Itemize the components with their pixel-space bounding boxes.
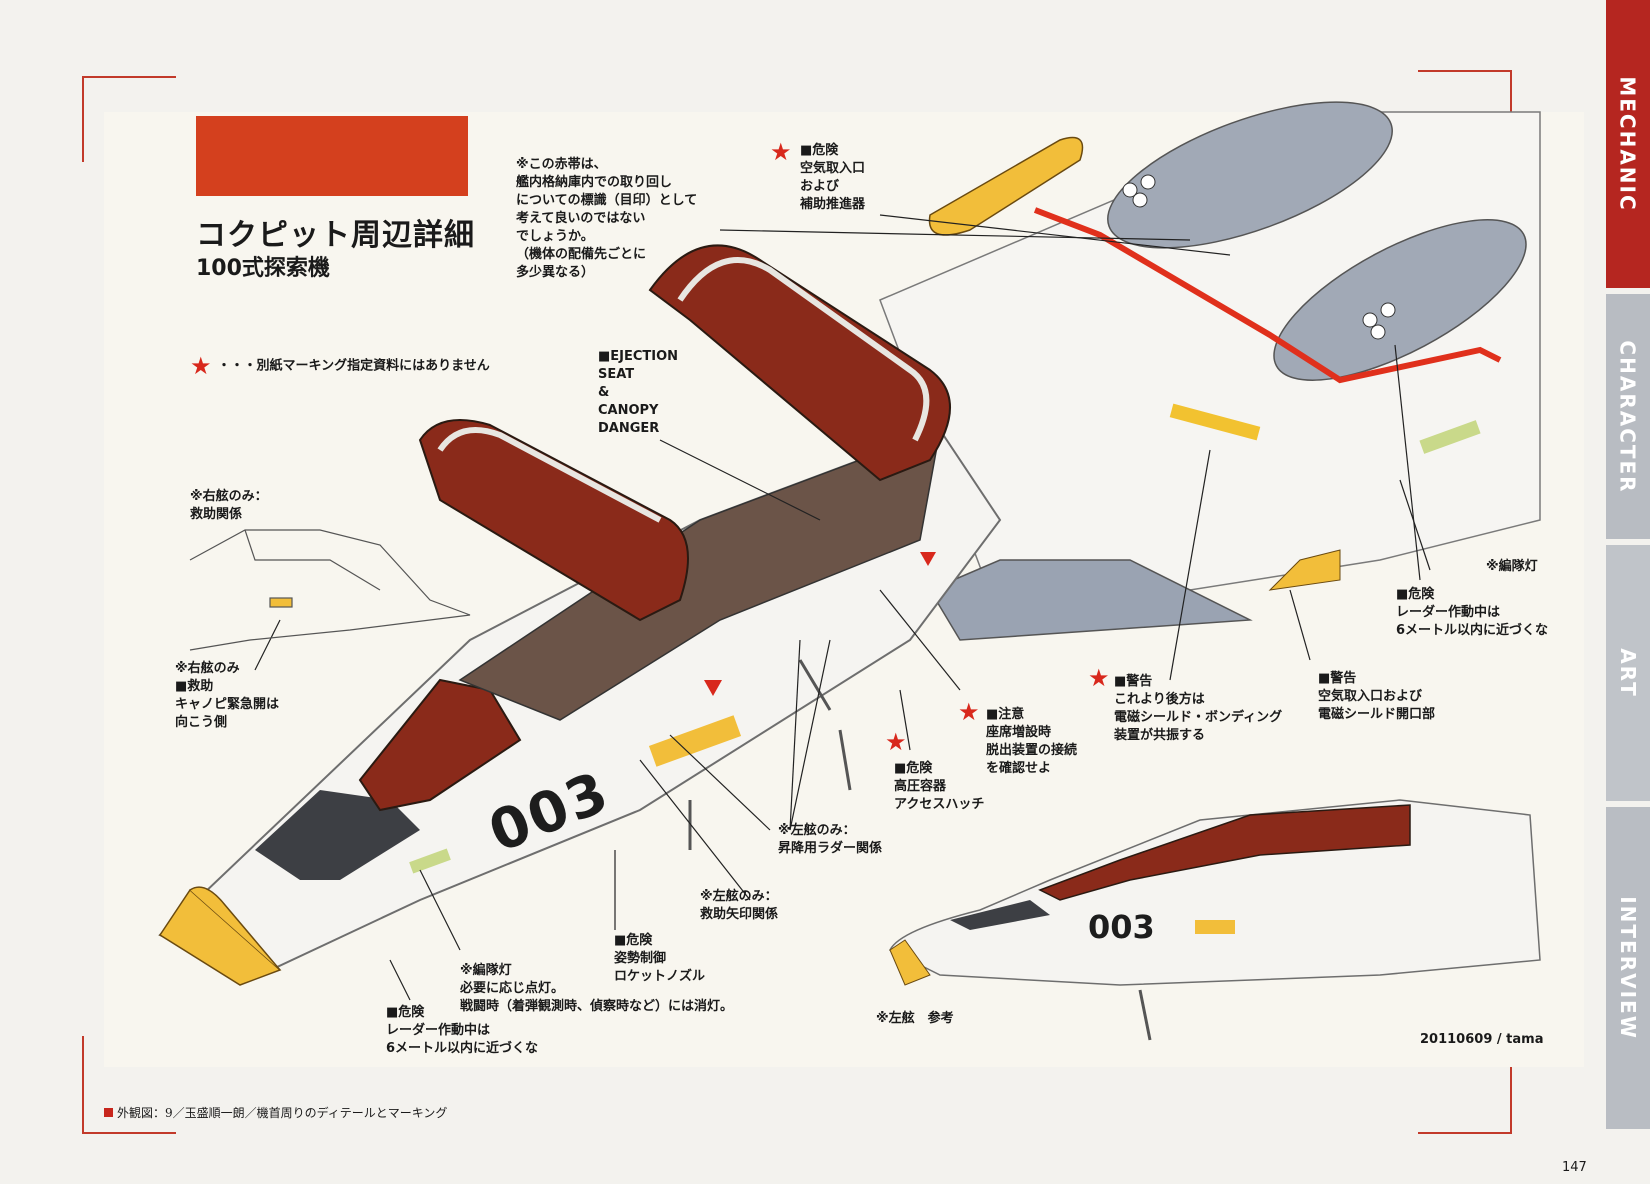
crop-mark-bottom-right (1418, 1036, 1512, 1134)
note-formation-light-left: ※編隊灯 必要に応じ点灯。 戦闘時（着弾観測時、偵察時など）には消灯。 (460, 963, 734, 1014)
title-color-block (196, 116, 468, 196)
star-legend: ★ ・・・別紙マーキング指定資料にはありません (190, 354, 490, 378)
note-intake-danger: ■危険 空気取入口 および 補助推進器 (800, 143, 866, 212)
star-marker-seat: ★ (958, 698, 980, 726)
note-danger-pressure: ■危険 高圧容器 アクセスハッチ (894, 761, 985, 812)
note-warning-intake: ■警告 空気取入口および 電磁シールド開口部 (1318, 671, 1436, 722)
star-marker-intake: ★ (770, 138, 792, 166)
crop-mark-top-left (82, 76, 176, 162)
note-left-only-ladder: ※左舷のみ： 昇降用ラダー関係 (778, 823, 883, 856)
note-formation-light-right: ※編隊灯 (1486, 559, 1538, 574)
tab-mechanic[interactable]: MECHANIC (1606, 0, 1650, 288)
note-right-only-canopy: ※右舷のみ ■救助 キャノピ緊急開は 向こう側 (175, 661, 280, 730)
note-warning-shield: ■警告 これより後方は 電磁シールド・ボンディング 装置が共振する (1114, 674, 1283, 743)
note-radar-right: ■危険 レーダー作動中は 6メートル以内に近づくな (1396, 587, 1549, 638)
note-right-only-rescue: ※右舷のみ： 救助関係 (190, 489, 268, 522)
page-subtitle: 100式探索機 (196, 256, 330, 281)
star-legend-text: ・・・別紙マーキング指定資料にはありません (217, 358, 490, 374)
note-left-only-arrow: ※左舷のみ： 救助矢印関係 (700, 889, 779, 922)
footer-caption: 外観図：9／玉盛順一朗／機首周りのディテールとマーキング (104, 1104, 447, 1121)
page-number: 147 (1562, 1160, 1587, 1175)
note-ejection: ■EJECTION SEAT & CANOPY DANGER (598, 349, 679, 436)
tab-character[interactable]: CHARACTER (1606, 294, 1650, 539)
page-title: コクピット周辺詳細 (196, 218, 475, 253)
note-caution-seat: ■注意 座席増設時 脱出装置の接続 を確認せよ (986, 707, 1078, 776)
caption-bullet-icon (104, 1108, 113, 1117)
note-radar-left: ■危険 レーダー作動中は 6メートル以内に近づくな (386, 1005, 539, 1056)
hull-number-reference: 003 (1088, 908, 1155, 946)
note-red-band: ※この赤帯は、 艦内格納庫内での取り回し についての標識（目印）として 考えて良… (516, 157, 698, 280)
footer-caption-text: 外観図：9／玉盛順一朗／機首周りのディテールとマーキング (117, 1106, 448, 1120)
crop-mark-bottom-left (82, 1036, 176, 1134)
note-attitude-nozzle: ■危険 姿勢制御 ロケットノズル (614, 933, 706, 984)
tab-art[interactable]: ART (1606, 545, 1650, 801)
star-marker-shield: ★ (1088, 664, 1110, 692)
star-marker-pressure: ★ (885, 728, 907, 756)
tab-interview[interactable]: INTERVIEW (1606, 807, 1650, 1129)
star-icon: ★ (190, 352, 212, 380)
signature: 20110609 / tama (1420, 1032, 1544, 1047)
note-left-reference: ※左舷 参考 (876, 1011, 954, 1026)
